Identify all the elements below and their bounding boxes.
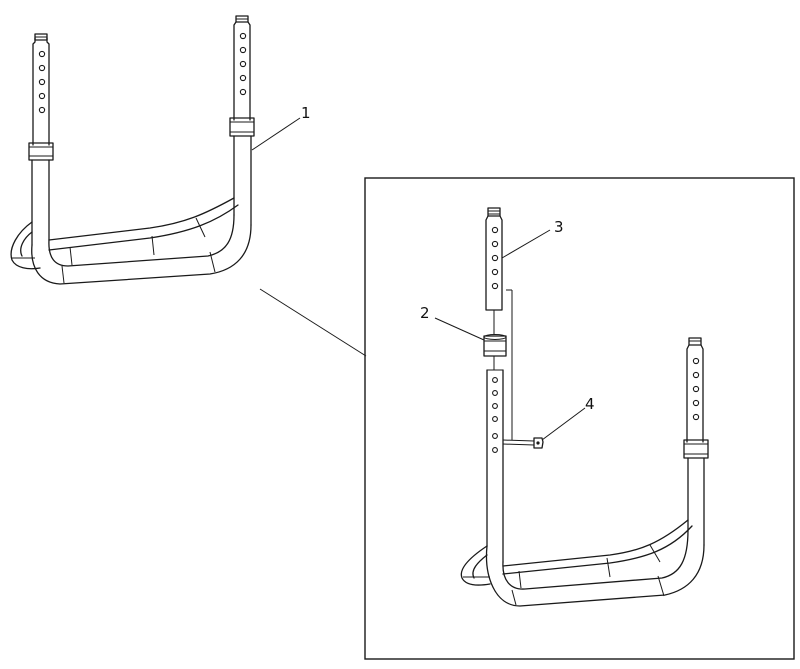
detail-leader-line	[259, 288, 367, 357]
upper-adjustment-tube	[485, 207, 503, 311]
lower-frame-tube	[486, 369, 504, 563]
detail-box	[364, 177, 795, 660]
callout-4: 4	[541, 395, 595, 441]
callout-1-label: 1	[301, 104, 311, 122]
callout-3-label: 3	[554, 218, 564, 236]
assembled-frame	[10, 15, 255, 285]
callout-3: 3	[501, 218, 564, 259]
footrest-loop	[10, 197, 252, 285]
callout-2: 2	[420, 304, 485, 341]
screw-bolt	[502, 437, 544, 449]
right-upright-tube	[229, 15, 255, 226]
left-upright-tube	[28, 33, 54, 246]
collar-bushing	[483, 334, 507, 357]
callout-4-label: 4	[585, 395, 595, 413]
detail-footrest-loop	[460, 519, 705, 607]
detail-right-upright	[683, 337, 709, 546]
callout-2-label: 2	[420, 304, 430, 322]
callout-1: 1	[251, 104, 311, 151]
